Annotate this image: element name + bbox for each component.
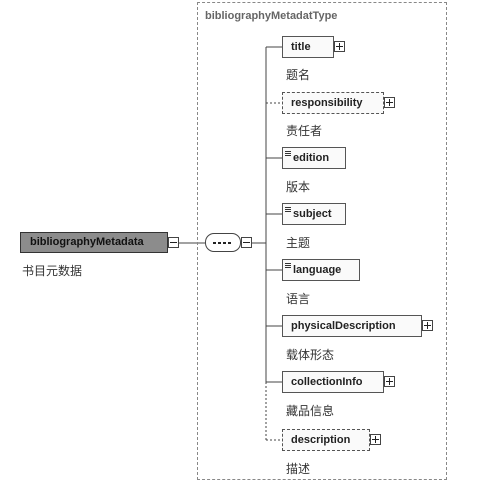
element-label: edition bbox=[293, 152, 330, 164]
collapse-icon[interactable] bbox=[241, 237, 252, 248]
simple-content-icon bbox=[285, 263, 291, 269]
element-responsibility[interactable]: responsibility bbox=[282, 92, 384, 114]
root-element-label: bibliographyMetadata bbox=[30, 236, 144, 248]
element-label: language bbox=[293, 264, 342, 276]
element-label: description bbox=[291, 434, 351, 446]
expand-icon[interactable] bbox=[334, 41, 345, 52]
sequence-compositor-icon[interactable] bbox=[205, 233, 241, 252]
element-caption: 描述 bbox=[286, 462, 311, 476]
root-element-node[interactable]: bibliographyMetadata bbox=[20, 232, 168, 253]
expand-icon[interactable] bbox=[384, 97, 395, 108]
element-collection-info[interactable]: collectionInfo bbox=[282, 371, 384, 393]
element-subject[interactable]: subject bbox=[282, 203, 346, 225]
element-label: title bbox=[291, 41, 311, 53]
element-label: subject bbox=[293, 208, 332, 220]
element-label: responsibility bbox=[291, 97, 363, 109]
expand-icon[interactable] bbox=[384, 376, 395, 387]
simple-content-icon bbox=[285, 207, 291, 213]
expand-icon[interactable] bbox=[422, 320, 433, 331]
root-element-caption: 书目元数据 bbox=[22, 264, 83, 278]
element-caption: 版本 bbox=[286, 180, 311, 194]
simple-content-icon bbox=[285, 151, 291, 157]
element-title[interactable]: title bbox=[282, 36, 334, 58]
element-caption: 载体形态 bbox=[286, 348, 335, 362]
element-label: physicalDescription bbox=[291, 320, 396, 332]
expand-icon[interactable] bbox=[370, 434, 381, 445]
element-edition[interactable]: edition bbox=[282, 147, 346, 169]
element-caption: 藏品信息 bbox=[286, 404, 335, 418]
element-caption: 主题 bbox=[286, 236, 311, 250]
complex-type-name: bibliographyMetadatType bbox=[205, 10, 338, 22]
element-caption: 题名 bbox=[286, 68, 311, 82]
complex-type-frame bbox=[197, 2, 447, 480]
element-caption: 责任者 bbox=[286, 124, 323, 138]
collapse-icon[interactable] bbox=[168, 237, 179, 248]
element-label: collectionInfo bbox=[291, 376, 363, 388]
element-physical-description[interactable]: physicalDescription bbox=[282, 315, 422, 337]
element-language[interactable]: language bbox=[282, 259, 360, 281]
element-description[interactable]: description bbox=[282, 429, 370, 451]
element-caption: 语言 bbox=[286, 292, 311, 306]
